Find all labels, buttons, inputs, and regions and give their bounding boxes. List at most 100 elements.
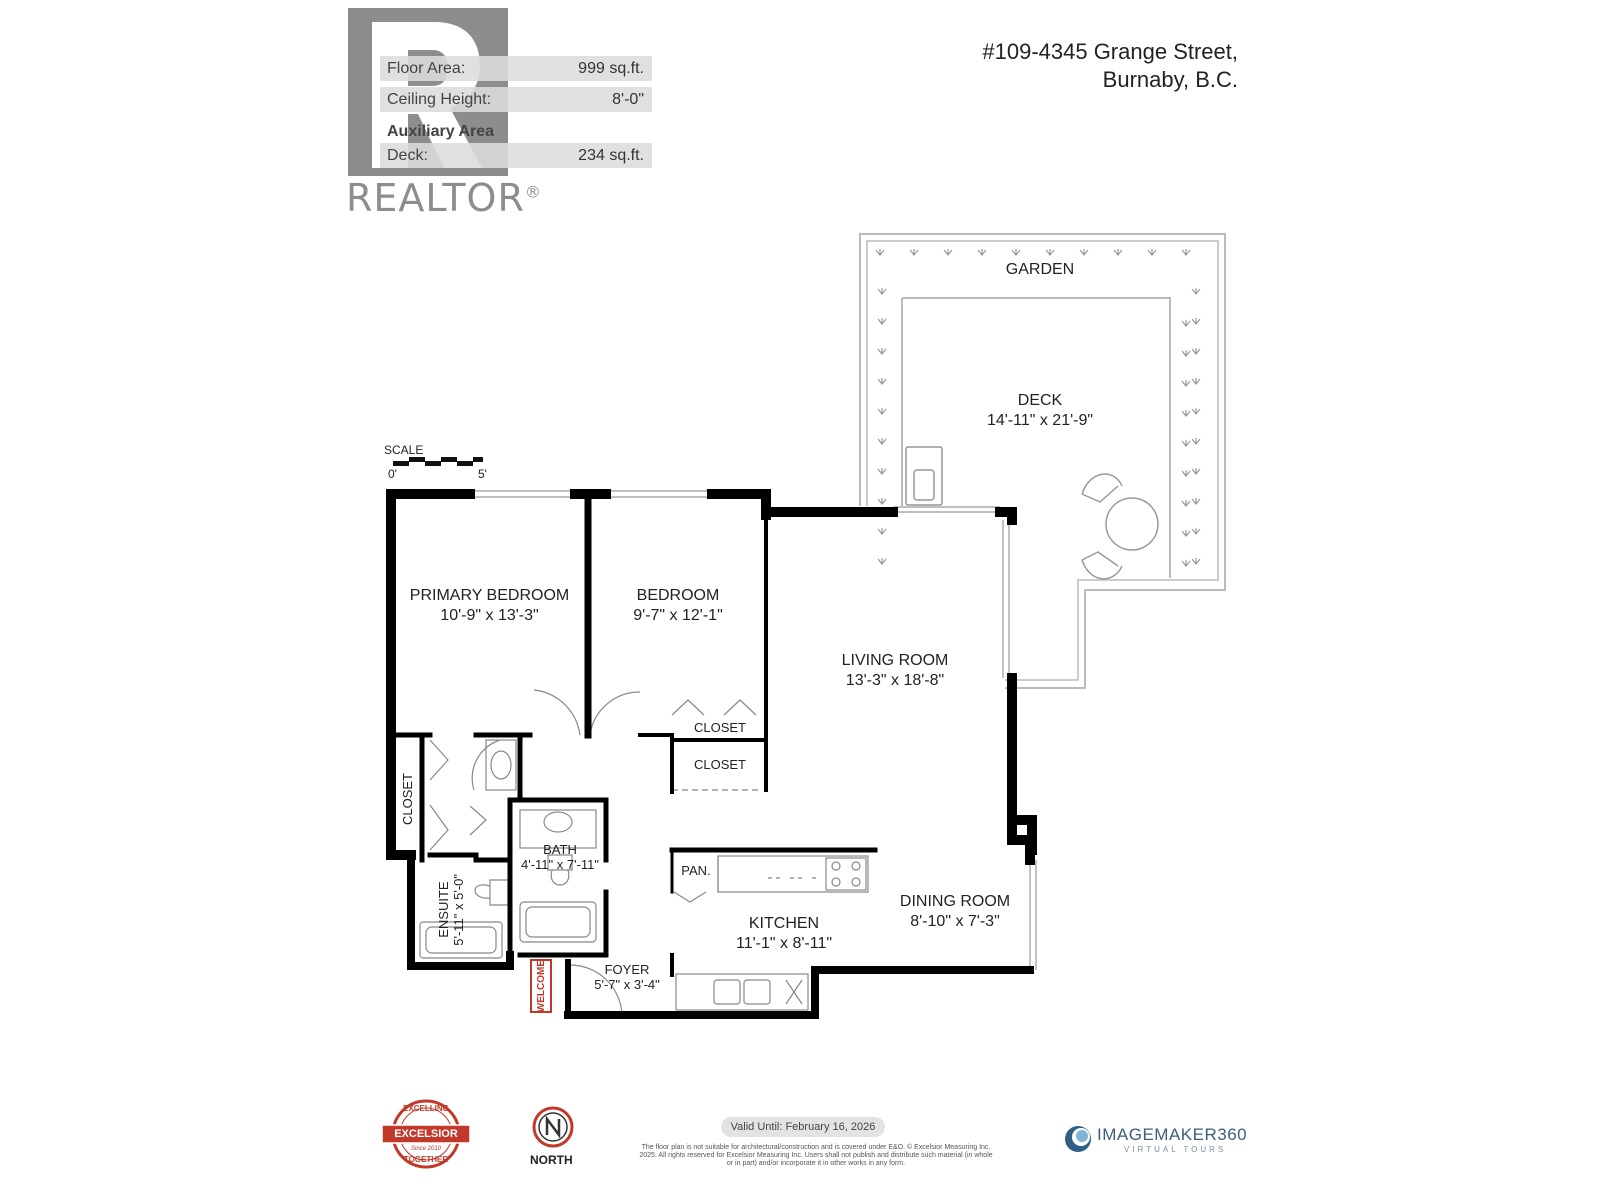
excelsior-bottom-text: TOGETHER [403, 1155, 449, 1164]
garden-plant-mark [1181, 249, 1191, 256]
deck-area-row [380, 143, 652, 168]
garden-plant-mark [1181, 380, 1191, 387]
garden-plant-mark [1181, 410, 1191, 417]
garden-plant-mark [1191, 498, 1201, 505]
excelsior-main-text: EXCELSIOR [394, 1128, 458, 1140]
garden-plant-mark [1011, 249, 1021, 256]
living-room-name: LIVING ROOM [841, 652, 949, 669]
address-line-2: Burnaby, B.C. [1102, 67, 1238, 92]
north-label: NORTH [530, 1153, 573, 1167]
garden-label: GARDEN [1005, 261, 1075, 278]
imagemaker-logo-icon [1065, 1126, 1091, 1152]
bath-label: BATH 4'-11" x 7'-11" [510, 842, 610, 872]
garden-plant-mark [1147, 249, 1157, 256]
garden-plant-mark [877, 528, 887, 535]
garden-plant-mark [877, 288, 887, 295]
bedroom-name: BEDROOM [636, 587, 720, 604]
deck-name: DECK [1017, 392, 1063, 409]
deck-outline [859, 233, 1226, 689]
floor-area-row [380, 56, 652, 81]
garden-plant-mark [1191, 558, 1201, 565]
primary-bedroom-dims: 10'-9" x 13'-3" [440, 607, 539, 624]
garden-plant-mark [1181, 470, 1191, 477]
garden-plant-mark [1181, 320, 1191, 327]
garden-plant-mark [1191, 528, 1201, 535]
bedroom-dims: 9'-7" x 12'-1" [633, 607, 723, 624]
scale-end: 5' [478, 467, 487, 481]
garden-plant-mark [877, 408, 887, 415]
garden-plant-mark [877, 348, 887, 355]
floor-area-label: Floor Area: [387, 60, 466, 77]
ensuite-label-box: ENSUITE 5'-11" x 5'-0" [426, 862, 476, 957]
garden-plant-mark [1079, 249, 1089, 256]
garden-plant-mark [1181, 500, 1191, 507]
excelsior-since-text: Since 2010 [410, 1146, 442, 1152]
welcome-mat [530, 959, 552, 1013]
living-room-label: LIVING ROOM 13'-3" x 18'-8" [800, 651, 990, 691]
garden-plant-mark [877, 558, 887, 565]
garden-plant-mark [977, 249, 987, 256]
deck-dims: 14'-11" x 21'-9" [986, 412, 1094, 429]
garden-plant-mark [875, 249, 885, 256]
garden-plants [875, 249, 1201, 567]
garden-plant-mark [1191, 288, 1201, 295]
kitchen-name: KITCHEN [748, 915, 820, 932]
primary-bedroom-name: PRIMARY BEDROOM [409, 587, 570, 604]
garden-plant-mark [877, 378, 887, 385]
garden-plant-mark [1191, 408, 1201, 415]
imagemaker-wordmark: IMAGEMAKER360 [1097, 1125, 1248, 1144]
kitchen-label: KITCHEN 11'-1" x 8'-11" [694, 914, 874, 954]
garden-plant-mark [877, 498, 887, 505]
garden-plant-mark [877, 438, 887, 445]
garden-plant-mark [1113, 249, 1123, 256]
closet-label-3-box: CLOSET [393, 744, 421, 854]
foyer-dims: 5'-7" x 3'-4" [594, 977, 660, 992]
scale-start: 0' [388, 467, 397, 481]
windows [470, 490, 1037, 970]
ceiling-height-value: 8'-0" [612, 91, 644, 108]
garden-plant-mark [877, 468, 887, 475]
deck-area-value: 234 sq.ft. [578, 147, 644, 164]
ensuite-label: ENSUITE 5'-11" x 5'-0" [436, 874, 466, 946]
excelsior-badge-icon [381, 1099, 471, 1169]
floor-area-value: 999 sq.ft. [578, 60, 644, 77]
garden-plant-mark [1191, 468, 1201, 475]
disclaimer-text: The floor plan is not suitable for archi… [639, 1144, 993, 1167]
valid-until-badge: Valid Until: February 16, 2026 [721, 1117, 885, 1137]
garden-plant-mark [1181, 560, 1191, 567]
closet-label-2: CLOSET [693, 757, 746, 772]
foyer-label: FOYER 5'-7" x 3'-4" [575, 962, 679, 992]
garden-plant-mark [1045, 249, 1055, 256]
garden-plant-mark [1181, 440, 1191, 447]
ceiling-height-label: Ceiling Height: [387, 91, 492, 108]
realtor-wordmark: REALTOR® [346, 176, 542, 220]
scale-bar [393, 457, 483, 466]
garden-plant-mark [943, 249, 953, 256]
closet-label-3: CLOSET [399, 772, 415, 825]
welcome-mat-label-box: WELCOME [531, 960, 551, 1012]
pantry-label: PAN. [681, 863, 711, 878]
scale-label: SCALE [384, 443, 424, 457]
ensuite-name: ENSUITE [436, 881, 451, 938]
living-room-dims: 13'-3" x 18'-8" [845, 672, 945, 689]
dining-room-dims: 8'-10" x 7'-3" [910, 913, 1000, 930]
welcome-mat-label: WELCOME [535, 959, 547, 1013]
address-line-1: #109-4345 Grange Street, [982, 39, 1238, 64]
deck-room-label: DECK 14'-11" x 21'-9" [950, 391, 1130, 431]
kitchen-dims: 11'-1" x 8'-11" [735, 935, 833, 952]
auxiliary-area-heading: Auxiliary Area [387, 123, 495, 140]
garden-plant-mark [877, 318, 887, 325]
dining-room-name: DINING ROOM [899, 893, 1011, 910]
bath-name: BATH [543, 842, 577, 857]
garden-plant-mark [1191, 348, 1201, 355]
garden-plant-mark [1191, 378, 1201, 385]
imagemaker-subtitle: VIRTUAL TOURS [1124, 1145, 1227, 1154]
north-arrow-icon [532, 1106, 574, 1148]
garden-plant-mark [1181, 530, 1191, 537]
garden-plant-mark [1191, 318, 1201, 325]
excelsior-top-text: EXCELLING [403, 1104, 449, 1113]
foyer-name: FOYER [604, 962, 650, 977]
garden-plant-mark [1191, 438, 1201, 445]
bath-dims: 4'-11" x 7'-11" [520, 857, 600, 872]
